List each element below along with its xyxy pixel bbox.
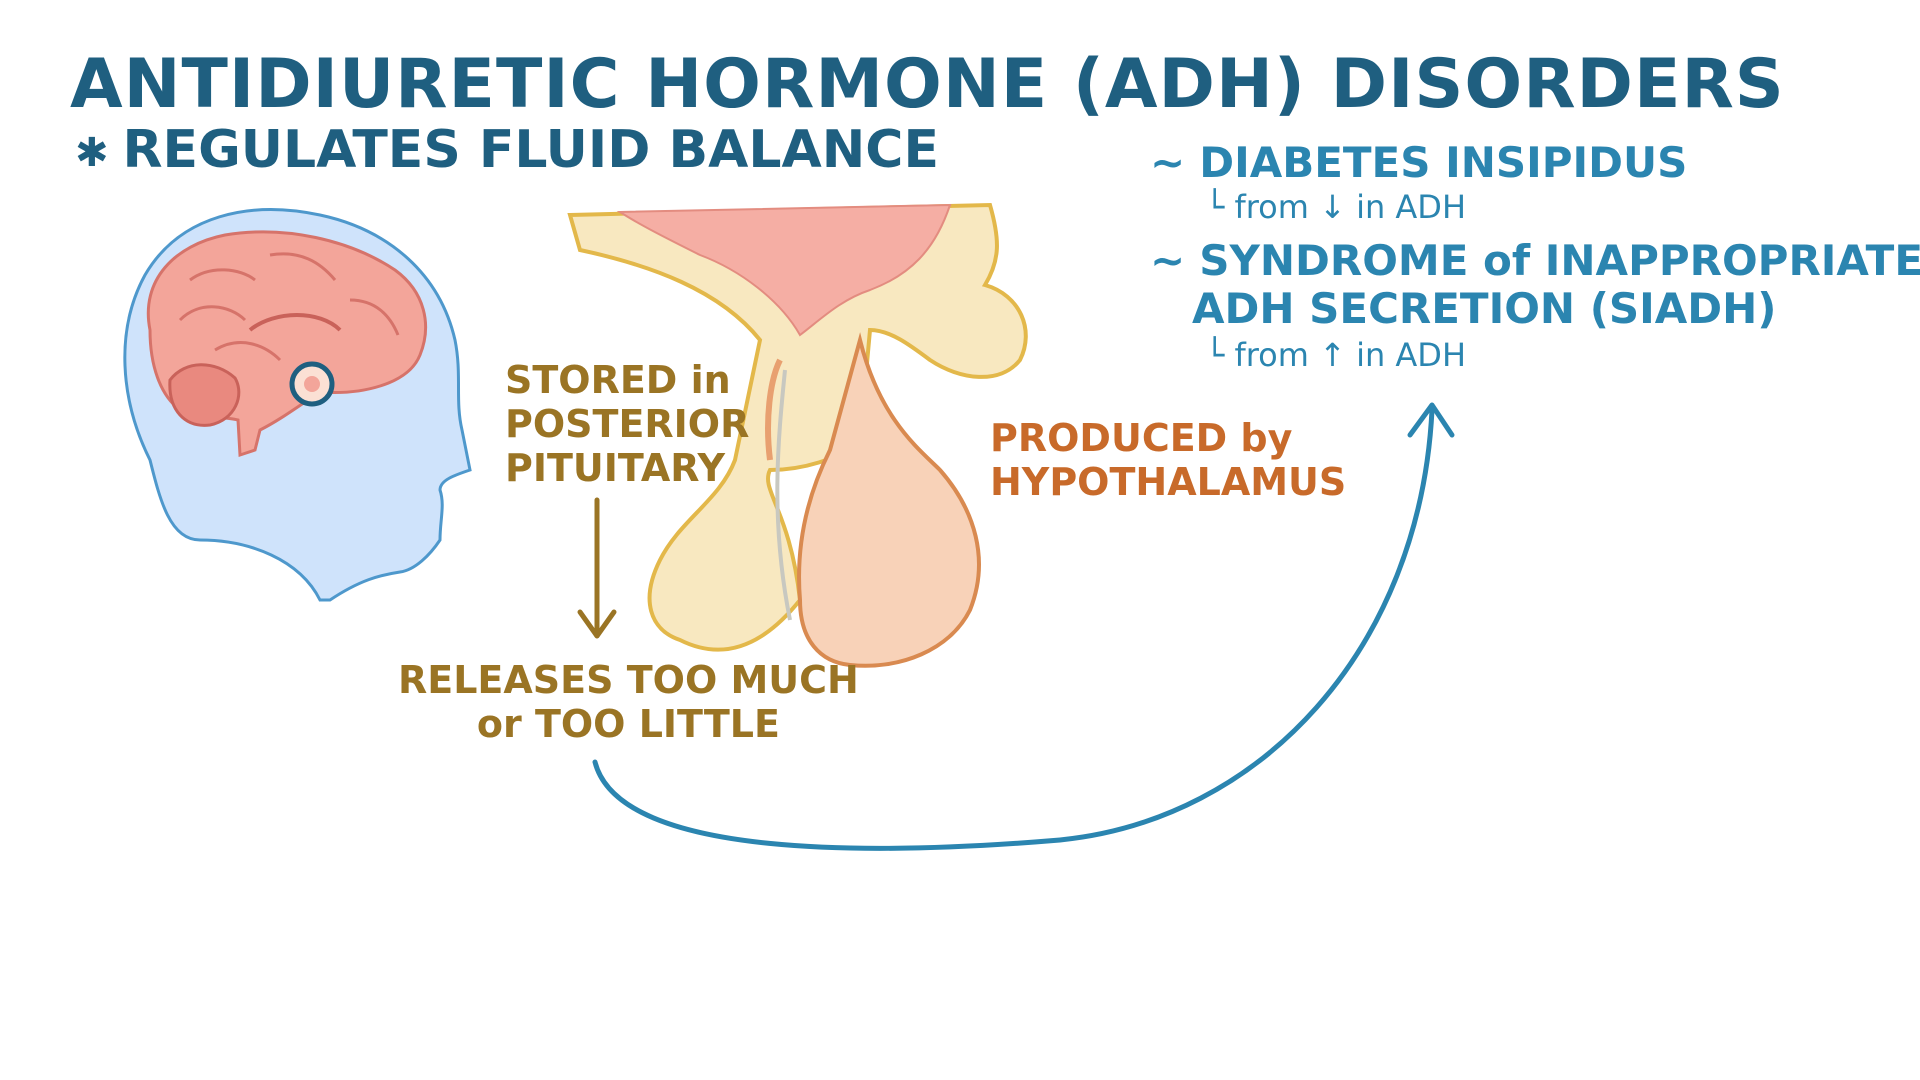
disorder-item-siadh-line2: ADH SECRETION (SIADH) bbox=[1192, 284, 1777, 333]
releases-line-2: or TOO LITTLE bbox=[476, 702, 780, 746]
disorder-name: DIABETES INSIPIDUS bbox=[1199, 138, 1688, 187]
down-arrow-icon bbox=[577, 497, 617, 639]
asterisk-bullet-icon: ✱ bbox=[75, 130, 109, 176]
up-small-arrow-icon: ↑ bbox=[1319, 336, 1346, 374]
disorder-name: SYNDROME of INAPPROPRIATE bbox=[1199, 236, 1920, 285]
disorder-item-siadh: ~ SYNDROME of INAPPROPRIATE bbox=[1150, 236, 1920, 285]
down-small-arrow-icon: ↓ bbox=[1319, 188, 1346, 226]
tilde-marker: ~ bbox=[1150, 236, 1186, 285]
note-suffix: in ADH bbox=[1356, 336, 1466, 374]
page-title: ANTIDIURETIC HORMONE (ADH) DISORDERS bbox=[70, 45, 1785, 124]
note-suffix: in ADH bbox=[1356, 188, 1466, 226]
subtitle-text: REGULATES FLUID BALANCE bbox=[122, 120, 939, 180]
tilde-marker: ~ bbox=[1150, 138, 1186, 187]
disorder-note-diabetes-insipidus: └ from ↓ in ADH bbox=[1205, 188, 1466, 226]
stored-label: STORED in POSTERIOR PITUITARY bbox=[505, 358, 749, 490]
stored-line-3: PITUITARY bbox=[505, 446, 725, 490]
disorder-note-siadh: └ from ↑ in ADH bbox=[1205, 336, 1466, 374]
releases-line-1: RELEASES TOO MUCH bbox=[398, 658, 859, 702]
curved-arrow-icon bbox=[592, 402, 1455, 851]
pituitary-magnifier-icon bbox=[289, 361, 335, 407]
produced-line-1: PRODUCED by bbox=[990, 416, 1293, 460]
disorder-item-diabetes-insipidus: ~ DIABETES INSIPIDUS bbox=[1150, 138, 1687, 187]
produced-label: PRODUCED by HYPOTHALAMUS bbox=[990, 416, 1346, 504]
subtitle-row: ✱ REGULATES FLUID BALANCE bbox=[75, 120, 939, 180]
note-prefix: └ from bbox=[1205, 336, 1309, 374]
produced-line-2: HYPOTHALAMUS bbox=[990, 460, 1347, 504]
note-prefix: └ from bbox=[1205, 188, 1309, 226]
stored-line-1: STORED in bbox=[505, 358, 731, 402]
stored-line-2: POSTERIOR bbox=[505, 402, 750, 446]
brain-icon bbox=[146, 230, 427, 458]
releases-label: RELEASES TOO MUCH or TOO LITTLE bbox=[398, 658, 859, 746]
hypothalamus-pituitary-icon bbox=[567, 202, 1028, 668]
